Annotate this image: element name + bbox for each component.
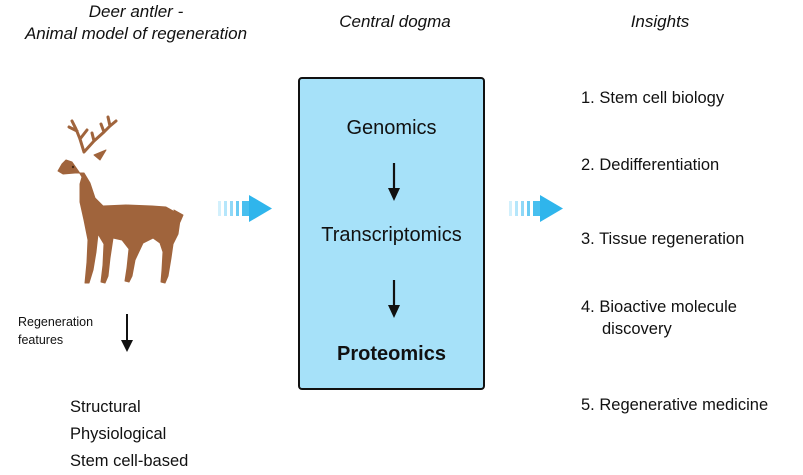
- regeneration-features-label: Regeneration features: [18, 313, 93, 349]
- insight-item: 3. Tissue regeneration: [581, 228, 744, 250]
- insight-item: 4. Bioactive molecule discovery: [581, 296, 737, 340]
- feature-item: Physiological: [70, 425, 167, 443]
- deer-antler-header-line2: Animal model of regeneration: [24, 24, 248, 43]
- insight-text: Stem cell biology: [599, 89, 725, 107]
- central-dogma-header: Central dogma: [339, 12, 451, 31]
- dashed-arrow-right-icon: [218, 195, 272, 222]
- regeneration-features-list: Structural Physiological Stem cell-based: [70, 394, 188, 475]
- feature-item: Stem cell-based: [70, 452, 189, 470]
- insight-text-continued: discovery: [602, 320, 672, 338]
- genomics-label: Genomics: [346, 117, 437, 139]
- dashed-arrow-right-icon: [509, 195, 563, 222]
- insight-number: 2.: [581, 156, 595, 174]
- arrow-down-icon: [388, 163, 400, 201]
- dogma-arrows: [388, 163, 400, 318]
- insight-item: 1. Stem cell biology: [581, 87, 724, 109]
- arrow-down-icon: [121, 314, 133, 352]
- feature-item: Structural: [70, 398, 141, 416]
- insight-number: 5.: [581, 396, 595, 414]
- insight-number: 3.: [581, 230, 595, 248]
- insight-item: 2. Dedifferentiation: [581, 154, 719, 176]
- insight-text: Bioactive molecule: [599, 298, 737, 316]
- deer-eye-icon: [71, 165, 75, 169]
- insight-text: Dedifferentiation: [599, 156, 720, 174]
- central-dogma-box: Genomics Transcriptomics Proteomics: [298, 77, 485, 390]
- transcriptomics-label: Transcriptomics: [321, 224, 462, 246]
- deer-antler-header-line1: Deer antler -: [88, 2, 184, 21]
- proteomics-label: Proteomics: [337, 343, 446, 365]
- deer-antler-header: Deer antler - Animal model of regenerati…: [0, 1, 272, 45]
- insight-text: Regenerative medicine: [599, 396, 769, 414]
- insight-item: 5. Regenerative medicine: [581, 394, 768, 416]
- deer-icon: [57, 115, 184, 284]
- insights-header: Insights: [630, 12, 690, 31]
- arrow-down-icon: [388, 280, 400, 318]
- insight-number: 1.: [581, 89, 595, 107]
- regeneration-features-line1: Regeneration: [18, 315, 94, 329]
- regeneration-features-line2: features: [18, 333, 64, 347]
- insight-number: 4.: [581, 298, 595, 316]
- insight-text: Tissue regeneration: [599, 230, 745, 248]
